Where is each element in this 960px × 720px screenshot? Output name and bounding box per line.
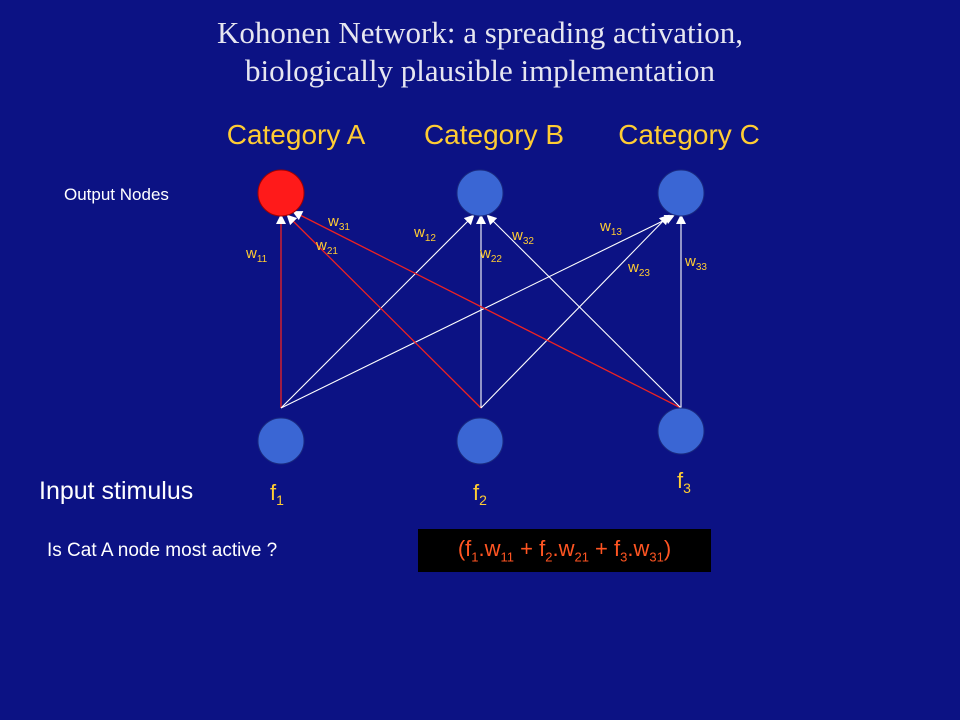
output-node-a <box>257 169 305 217</box>
input-label-f2: f2 <box>473 480 487 508</box>
connection-w23 <box>480 214 670 409</box>
input-node-f3 <box>657 407 705 455</box>
output-nodes-label: Output Nodes <box>64 185 169 204</box>
category-b-label: Category B <box>423 119 565 150</box>
weight-label-w12: w12 <box>413 224 436 244</box>
input-node-f2 <box>456 417 504 465</box>
activation-formula: (f1.w11 + f2.w21 + f3.w31) <box>457 536 672 565</box>
output-node-c <box>657 169 705 217</box>
weight-label-w32: w32 <box>511 227 534 247</box>
connection-w13 <box>280 215 675 409</box>
connection-w31 <box>292 211 682 409</box>
category-c-label: Category C <box>618 119 760 150</box>
connection-w32 <box>486 214 682 409</box>
input-label-f3: f3 <box>677 468 691 496</box>
input-stimulus-label: Input stimulus <box>39 477 194 505</box>
input-label-f1: f1 <box>270 480 284 508</box>
weight-label-w33: w33 <box>684 253 707 273</box>
connection-w12 <box>280 214 475 409</box>
weight-label-w21: w21 <box>315 237 338 257</box>
title-line-2: biologically plausible implementation <box>244 53 716 88</box>
weight-label-w23: w23 <box>627 259 650 279</box>
weight-label-w13: w13 <box>599 218 622 238</box>
weight-label-w11: w11 <box>245 245 268 265</box>
slide-title: Kohonen Network: a spreading activation,… <box>0 14 960 90</box>
connection-w21 <box>286 214 482 409</box>
question-text: Is Cat A node most active ? <box>47 540 278 561</box>
weight-label-w22: w22 <box>479 245 502 265</box>
title-line-1: Kohonen Network: a spreading activation, <box>217 15 743 50</box>
input-node-f1 <box>257 417 305 465</box>
category-a-label: Category A <box>226 119 366 150</box>
output-node-b <box>456 169 504 217</box>
weight-label-w31: w31 <box>327 213 350 233</box>
formula-box: (f1.w11 + f2.w21 + f3.w31) <box>418 529 711 572</box>
